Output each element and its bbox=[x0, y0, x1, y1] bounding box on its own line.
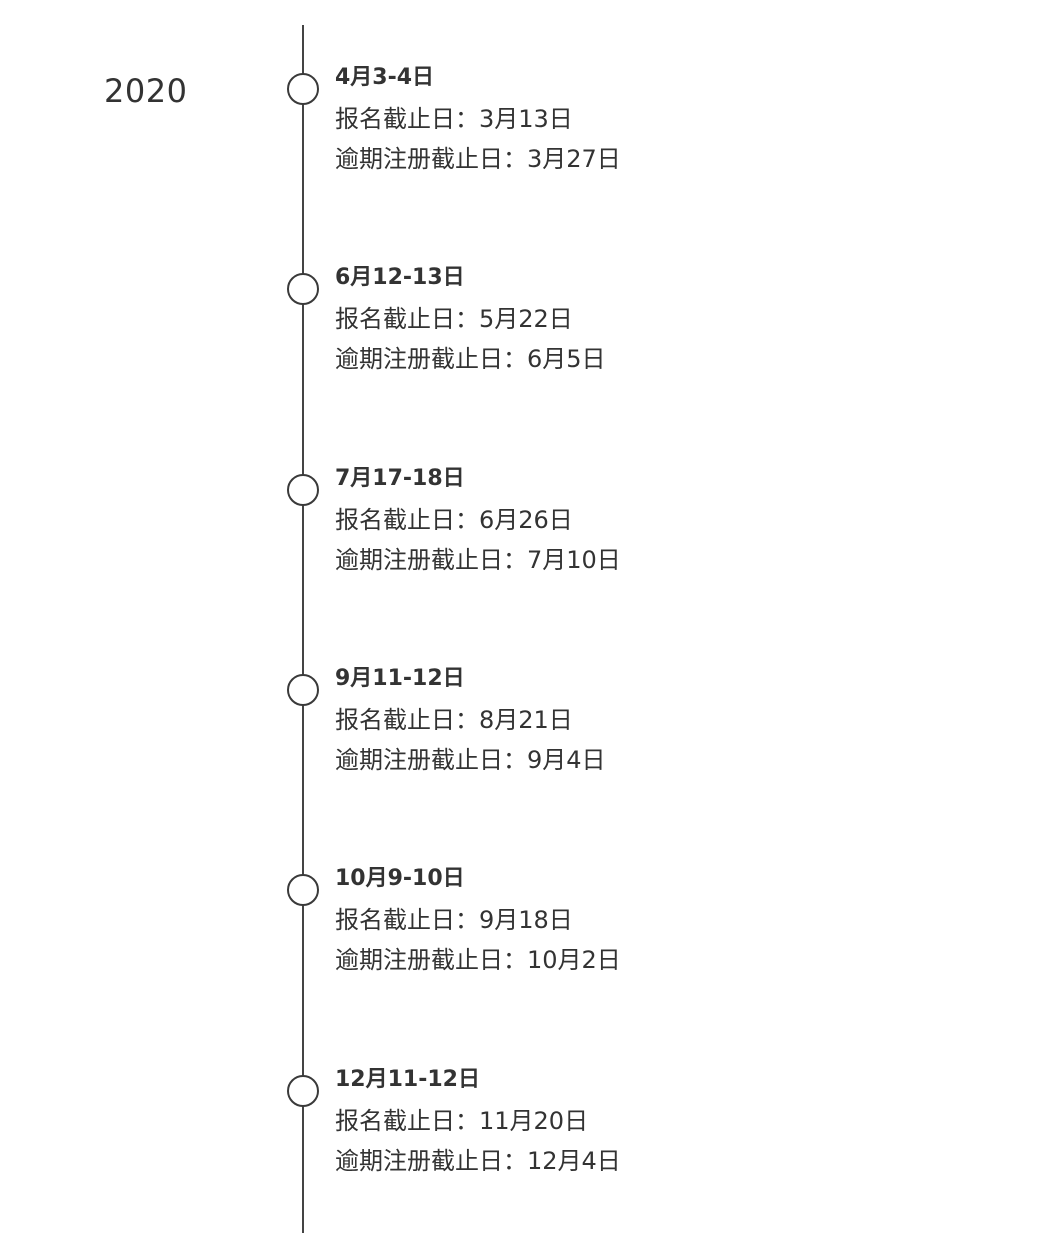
exam-date: 12月11-12日 bbox=[335, 1067, 480, 1092]
exam-date: 4月3-4日 bbox=[335, 65, 435, 90]
exam-date: 9月11-12日 bbox=[335, 666, 465, 691]
late-registration-deadline: 逾期注册截止日：7月10日 bbox=[335, 546, 621, 574]
exam-date: 10月9-10日 bbox=[335, 866, 465, 891]
timeline-node-icon bbox=[287, 474, 319, 506]
timeline-line bbox=[302, 25, 304, 1233]
timeline-node-icon bbox=[287, 674, 319, 706]
timeline-entry: 7月17-18日 报名截止日：6月26日 逾期注册截止日：7月10日 bbox=[287, 466, 887, 604]
exam-date: 7月17-18日 bbox=[335, 466, 465, 491]
registration-deadline: 报名截止日：9月18日 bbox=[335, 906, 573, 934]
timeline-entry: 6月12-13日 报名截止日：5月22日 逾期注册截止日：6月5日 bbox=[287, 265, 887, 403]
timeline-entry: 4月3-4日 报名截止日：3月13日 逾期注册截止日：3月27日 bbox=[287, 65, 887, 203]
registration-deadline: 报名截止日：6月26日 bbox=[335, 506, 573, 534]
timeline-node-icon bbox=[287, 1075, 319, 1107]
late-registration-deadline: 逾期注册截止日：10月2日 bbox=[335, 946, 621, 974]
late-registration-deadline: 逾期注册截止日：6月5日 bbox=[335, 345, 606, 373]
timeline-node-icon bbox=[287, 874, 319, 906]
late-registration-deadline: 逾期注册截止日：9月4日 bbox=[335, 746, 606, 774]
timeline-entry: 9月11-12日 报名截止日：8月21日 逾期注册截止日：9月4日 bbox=[287, 666, 887, 804]
timeline-entry: 12月11-12日 报名截止日：11月20日 逾期注册截止日：12月4日 bbox=[287, 1067, 887, 1205]
year-label: 2020 bbox=[104, 72, 188, 110]
registration-deadline: 报名截止日：8月21日 bbox=[335, 706, 573, 734]
registration-deadline: 报名截止日：3月13日 bbox=[335, 105, 573, 133]
late-registration-deadline: 逾期注册截止日：12月4日 bbox=[335, 1147, 621, 1175]
late-registration-deadline: 逾期注册截止日：3月27日 bbox=[335, 145, 621, 173]
exam-date: 6月12-13日 bbox=[335, 265, 465, 290]
registration-deadline: 报名截止日：5月22日 bbox=[335, 305, 573, 333]
registration-deadline: 报名截止日：11月20日 bbox=[335, 1107, 589, 1135]
timeline-entry: 10月9-10日 报名截止日：9月18日 逾期注册截止日：10月2日 bbox=[287, 866, 887, 1004]
timeline-node-icon bbox=[287, 73, 319, 105]
timeline-node-icon bbox=[287, 273, 319, 305]
